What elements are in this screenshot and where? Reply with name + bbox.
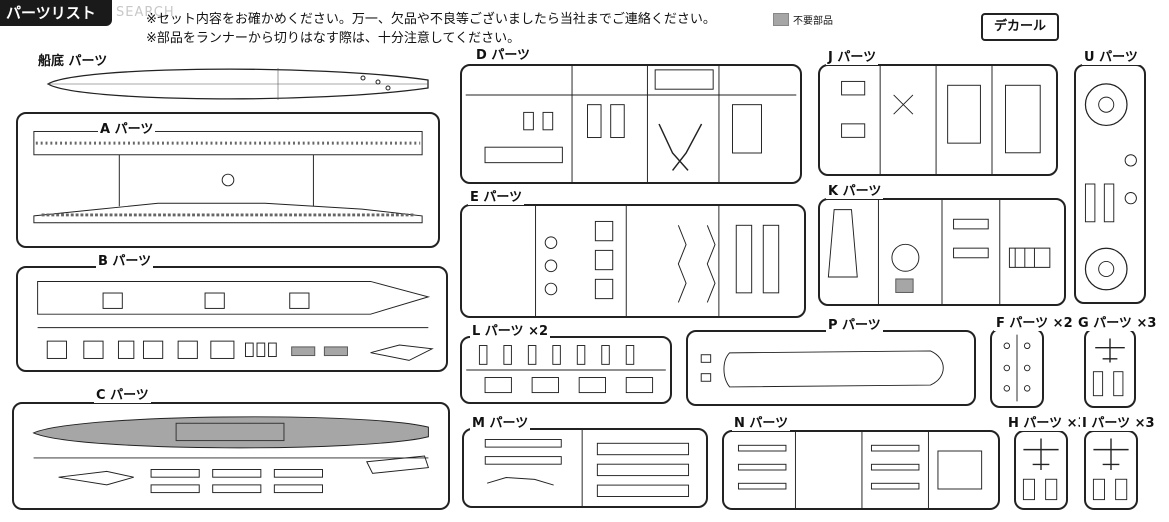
runner-label-d: D パーツ: [474, 44, 533, 63]
runner-h: [1014, 430, 1068, 510]
runner-e: [460, 204, 806, 318]
runner-b: [16, 266, 448, 372]
runner-label-i: I パーツ ×3: [1080, 412, 1157, 431]
page-title: パーツリスト: [0, 0, 112, 26]
runner-f: [990, 328, 1044, 408]
runner-label-f: F パーツ ×2: [994, 312, 1075, 331]
bottom-hull-part: [18, 60, 438, 108]
runner-d: [460, 64, 802, 184]
runner-label-c: C パーツ: [94, 384, 151, 403]
runner-label-g: G パーツ ×3: [1076, 312, 1159, 331]
unused-parts-swatch: [773, 13, 789, 26]
runner-i: [1084, 430, 1138, 510]
runner-n: [722, 430, 1000, 510]
runner-label-h: H パーツ ×3: [1006, 412, 1089, 431]
runner-j: [818, 64, 1058, 176]
runner-g: [1084, 328, 1136, 408]
runner-u: [1074, 64, 1146, 304]
runner-label-bottom-hull: 船底 パーツ: [36, 50, 110, 69]
runner-c: [12, 402, 450, 510]
runner-m: [462, 428, 708, 508]
runner-label-m: M パーツ: [470, 412, 531, 431]
runner-label-j: J パーツ: [826, 46, 879, 65]
runner-a: [16, 112, 440, 248]
runner-label-u: U パーツ: [1082, 46, 1140, 65]
watermark-text: SEARCH: [116, 5, 175, 20]
runner-label-b: B パーツ: [96, 250, 154, 269]
runner-label-l: L パーツ ×2: [470, 320, 551, 339]
runner-k: [818, 198, 1066, 306]
runner-label-k: K パーツ: [826, 180, 884, 199]
runner-label-n: N パーツ: [732, 412, 791, 431]
runner-l: [460, 336, 672, 404]
runner-label-e: E パーツ: [468, 186, 525, 205]
runner-label-p: P パーツ: [826, 314, 883, 333]
note-cut-carefully: ※部品をランナーから切りはなす際は、十分注意してください。: [146, 31, 521, 46]
runner-p: [686, 330, 976, 406]
runner-label-a: A パーツ: [98, 118, 156, 137]
note-check-contents: ※セット内容をお確かめください。万一、欠品や不良等ございましたら当社までご連絡く…: [146, 12, 716, 27]
unused-parts-label: 不要部品: [793, 16, 833, 27]
decal-label: デカール: [981, 13, 1059, 41]
